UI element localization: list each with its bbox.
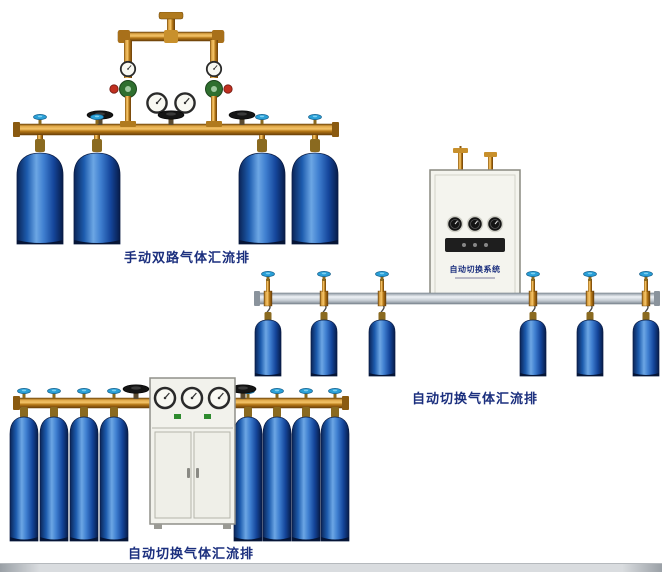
gas-cylinder <box>69 406 99 542</box>
pressure-gauge <box>486 215 504 233</box>
gas-cylinder <box>39 406 69 542</box>
gas-cylinder <box>73 138 121 245</box>
indicator-light <box>174 414 181 419</box>
cylinder-valve-cap <box>299 387 313 399</box>
cabinet-door <box>193 431 231 519</box>
cylinder-valve-cap <box>375 270 389 282</box>
control-cabinet <box>149 377 236 529</box>
pressure-gauge <box>153 386 177 410</box>
pressure-regulator-right <box>174 60 233 126</box>
gas-cylinder <box>320 406 350 542</box>
regulator-knob <box>223 84 233 94</box>
manifold-pipe <box>254 291 660 306</box>
door-handle <box>196 468 199 478</box>
pressure-gauge <box>205 60 223 78</box>
cabinet-label-text: 自动切换系统 <box>450 264 501 274</box>
gas-cylinder <box>16 138 64 245</box>
pressure-gauge <box>174 92 196 114</box>
gas-cylinder <box>9 406 39 542</box>
regulator-knob <box>109 84 119 94</box>
shutoff-valve-handwheel <box>157 110 185 126</box>
gas-cylinder <box>310 311 338 377</box>
door-handle <box>187 468 190 478</box>
gas-cylinders <box>254 303 660 377</box>
product-caption-auto-side: 自动切换气体汇流排 <box>411 391 538 406</box>
gas-cylinder <box>254 311 282 377</box>
product-image-auto-manifold-front <box>9 377 350 542</box>
cylinder-valve-cap <box>270 387 284 399</box>
indicator-light <box>204 414 211 419</box>
shutoff-valve-handwheel <box>122 384 150 400</box>
product-caption-auto-front: 自动切换气体汇流排 <box>127 546 254 561</box>
cylinder-valve-cap <box>261 270 275 282</box>
pressure-gauge <box>119 60 137 78</box>
gas-cylinder <box>519 311 547 377</box>
cabinet-door <box>154 431 192 519</box>
gas-cylinder <box>368 311 396 377</box>
pressure-gauge <box>446 215 464 233</box>
cylinder-valve-cap <box>639 270 653 282</box>
cylinder-valve-cap <box>526 270 540 282</box>
cabinet-small-print <box>455 277 495 279</box>
gas-cylinder <box>632 311 660 377</box>
pressure-regulator-left <box>109 60 168 126</box>
product-image-auto-manifold-side: 自动切换系统 <box>254 146 660 377</box>
pipe-fittings <box>261 270 653 307</box>
cylinder-valve-cap <box>583 270 597 282</box>
header-pipe <box>117 30 225 43</box>
product-caption-manual-dual: 手动双路气体汇流排 <box>123 250 250 265</box>
product-image-manual-manifold <box>13 12 339 245</box>
cylinder-valve-cap <box>77 387 91 399</box>
pressure-gauge <box>207 386 231 410</box>
control-cabinet: 自动切换系统 <box>429 169 521 301</box>
cylinder-valve-cap <box>317 270 331 282</box>
pressure-gauge <box>146 92 168 114</box>
bottom-border-strip <box>0 563 662 572</box>
cylinder-valve-cap <box>308 113 322 125</box>
riser-pipes <box>124 40 218 78</box>
cylinder-valve-cap <box>255 113 269 125</box>
gas-cylinder <box>262 406 292 542</box>
shutoff-valve-handwheel <box>228 110 256 126</box>
cabinet-top-valves <box>453 146 497 170</box>
pressure-gauge <box>180 386 204 410</box>
cylinder-valve-cap <box>328 387 342 399</box>
cylinder-valve-cap <box>107 387 121 399</box>
gas-cylinder <box>233 406 263 542</box>
pressure-gauge <box>466 215 484 233</box>
gas-cylinder <box>576 311 604 377</box>
main-manifold-pipe <box>13 121 339 137</box>
top-outlet-tee <box>158 12 184 36</box>
cylinder-valve-cap <box>33 113 47 125</box>
gas-cylinder <box>291 406 321 542</box>
gas-cylinder <box>99 406 129 542</box>
cylinder-valve-cap <box>47 387 61 399</box>
